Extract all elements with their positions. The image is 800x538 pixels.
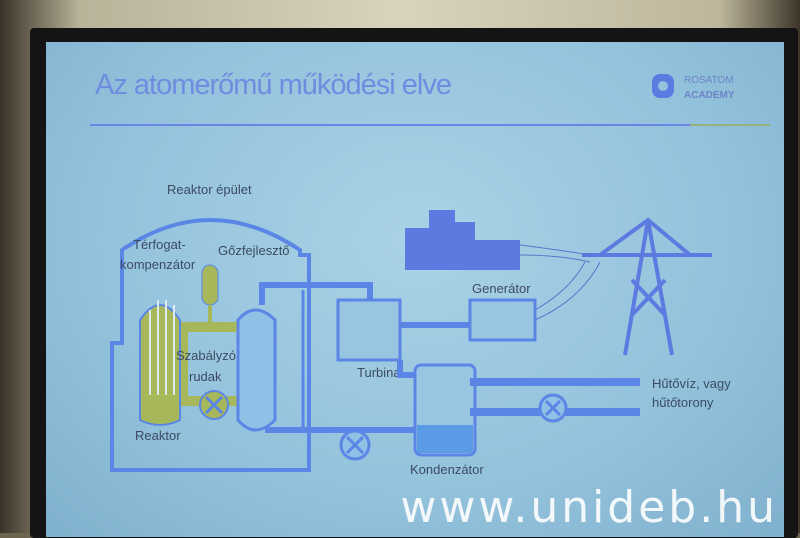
steam-generator bbox=[236, 308, 277, 432]
cooling-pump-blades bbox=[544, 399, 562, 417]
reactor-building-outline bbox=[110, 218, 311, 472]
label-generator: Generátor bbox=[472, 281, 531, 296]
label-pressurizer-2: kompenzátor bbox=[120, 257, 196, 272]
turbine bbox=[336, 298, 402, 362]
logo-text-1: ROSATOM bbox=[684, 75, 734, 86]
pressurizer bbox=[201, 264, 219, 306]
feedwater-pump-blades bbox=[345, 435, 365, 455]
label-pressurizer-1: Térfogat- bbox=[133, 237, 186, 252]
rosatom-logo: ROSATOM ACADEMY bbox=[652, 74, 735, 101]
logo-text-2: ACADEMY bbox=[684, 90, 735, 101]
city-buildings-icon bbox=[405, 210, 520, 270]
label-condenser: Kondenzátor bbox=[410, 462, 484, 477]
label-steam-generator: Gőzfejlesztő bbox=[218, 243, 290, 258]
label-control-rods-1: Szabályzó bbox=[176, 348, 236, 363]
label-cooling-1: Hűtővíz, vagy bbox=[652, 376, 731, 391]
label-control-rods-2: rudak bbox=[189, 369, 222, 384]
label-cooling-2: hűtőtorony bbox=[652, 395, 714, 410]
label-reactor: Reaktor bbox=[135, 428, 181, 443]
label-turbine: Turbina bbox=[357, 365, 401, 380]
power-lines bbox=[519, 244, 601, 321]
cooling-line-in bbox=[470, 378, 640, 386]
primary-pump-blades bbox=[204, 395, 224, 415]
slide-title: Az atomerőmű működési elve bbox=[95, 69, 451, 101]
watermark: www.unideb.hu bbox=[400, 482, 778, 533]
steam-line bbox=[259, 282, 373, 305]
generator bbox=[468, 298, 537, 342]
power-pylon-icon bbox=[582, 217, 712, 356]
label-reactor-building: Reaktor épület bbox=[167, 182, 252, 197]
